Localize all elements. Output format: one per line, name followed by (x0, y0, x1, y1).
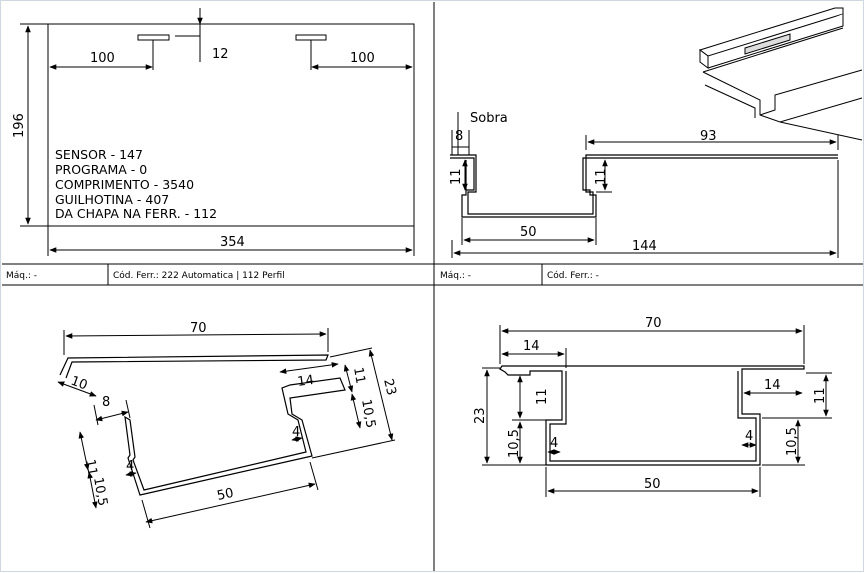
slot-left (137, 34, 170, 41)
profile-section-labels: Sobra 8 93 11 11 50 144 (449, 111, 717, 254)
dim-sheet-width: 354 (220, 235, 245, 250)
dim-right-gap: 100 (350, 51, 375, 66)
dim-sensor-offset: 12 (212, 47, 229, 62)
dim-sobra: 8 (455, 129, 463, 144)
dim-tilted-left-top: 8 (102, 395, 110, 410)
dim-final-left-14: 14 (523, 339, 540, 354)
info-line-3: COMPRIMENTO - 3540 (55, 177, 194, 192)
tilted-profile-view (57, 328, 396, 529)
flat-sheet-labels: 12 100 100 196 354 SENSOR - 147 PROGRAMA… (12, 47, 375, 250)
tilted-profile-labels: 70 10 8 11 10,5 4 50 4 14 11 10,5 23 (69, 321, 399, 507)
dim-right-height: 11 (594, 168, 609, 185)
dim-tilted-top: 70 (190, 321, 207, 336)
dim-final-right-11: 11 (813, 387, 828, 404)
dim-top-flange: 93 (700, 129, 717, 144)
dim-final-height: 23 (473, 407, 488, 424)
dim-tilted-right-23: 23 (380, 377, 399, 397)
info-line-2: PROGRAMA - 0 (55, 162, 147, 177)
dim-sheet-height: 196 (12, 113, 27, 138)
dim-tilted-left-11: 11 (82, 458, 100, 477)
dim-tilted-right-14: 14 (296, 373, 314, 390)
dim-bottom: 50 (520, 225, 537, 240)
dim-final-left-11: 11 (535, 388, 550, 405)
status-left-maq: Máq.: - (6, 271, 37, 281)
dim-tilted-right-11: 11 (350, 366, 368, 385)
status-right-maq: Máq.: - (440, 271, 471, 281)
dim-final-bottom: 50 (644, 477, 661, 492)
info-line-4: GUILHOTINA - 407 (55, 192, 169, 207)
profile-section-view (450, 112, 839, 258)
slot-right (295, 34, 327, 41)
dim-tilted-bottom: 50 (216, 486, 235, 504)
final-profile-view (482, 325, 832, 497)
dim-left-gap: 100 (90, 51, 115, 66)
final-profile-labels: 70 14 23 11 10,5 4 4 14 11 10,5 50 (473, 316, 828, 492)
dim-left-height: 11 (449, 168, 464, 185)
dim-final-right-105: 10,5 (785, 427, 800, 456)
dim-total: 144 (632, 239, 657, 254)
info-line-5: DA CHAPA NA FERR. - 112 (55, 206, 217, 221)
flat-sheet-view (20, 8, 415, 256)
dim-final-right-4: 4 (745, 429, 753, 444)
dim-final-top: 70 (645, 316, 662, 331)
profile-3d-view (698, 7, 863, 141)
dim-tilted-left-105: 10,5 (90, 476, 110, 507)
status-left-tool-code: Cód. Ferr.: 222 Automatica | 112 Perfil (113, 270, 285, 281)
dim-tilted-left-4: 4 (126, 459, 134, 474)
flat-sheet-outline (47, 23, 415, 227)
status-bar: Máq.: - Cód. Ferr.: 222 Automatica | 112… (6, 270, 599, 281)
dim-final-left-4: 4 (550, 436, 558, 451)
dim-tilted-right-4: 4 (292, 425, 300, 440)
sobra-label: Sobra (470, 111, 508, 126)
status-right-tool-code: Cód. Ferr.: - (547, 270, 599, 281)
dim-tilted-lip: 10 (69, 374, 90, 394)
dim-tilted-right-105: 10,5 (358, 398, 378, 429)
dim-final-left-105: 10,5 (507, 429, 522, 458)
info-line-1: SENSOR - 147 (55, 147, 143, 162)
dim-final-right-14: 14 (764, 378, 781, 393)
